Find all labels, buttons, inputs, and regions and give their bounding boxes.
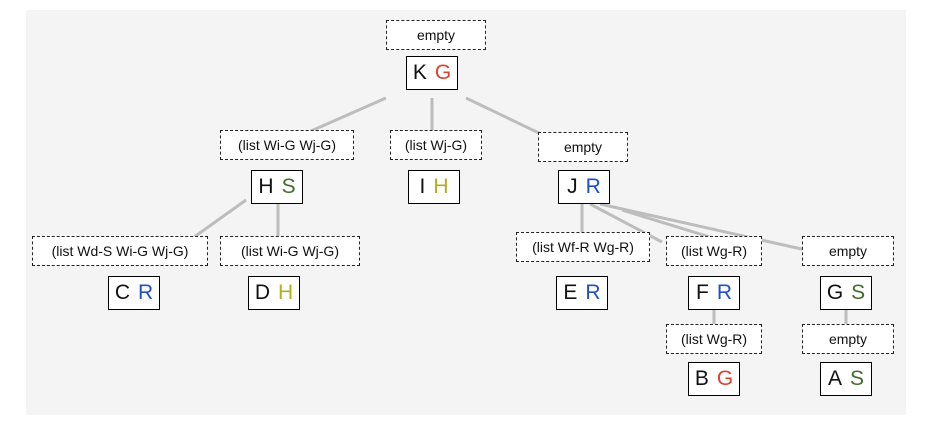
node-d-letter: D (254, 281, 270, 304)
tag-h: (list Wi-G Wj-G) (220, 130, 354, 160)
node-h: H S (251, 170, 303, 204)
node-f-label: R (716, 281, 732, 304)
tag-e: (list Wf-R Wg-R) (516, 232, 650, 262)
node-k-letter: K (412, 61, 427, 84)
tag-f: (list Wg-R) (666, 236, 762, 266)
node-j: J R (558, 170, 610, 204)
tag-i: (list Wj-G) (390, 130, 482, 160)
node-i-label: H (433, 175, 449, 198)
node-b-label: G (716, 367, 734, 390)
edge-j-f (589, 202, 663, 244)
node-e-letter: E (563, 281, 578, 304)
node-a: A S (820, 362, 872, 396)
tag-k: empty (386, 20, 486, 50)
tag-a: empty (802, 324, 894, 354)
node-d: D H (248, 276, 300, 310)
node-g: G S (820, 276, 872, 310)
edge-j-g (599, 202, 807, 252)
node-b: B G (688, 362, 740, 396)
tag-j: empty (538, 132, 628, 162)
tag-d: (list Wi-G Wj-G) (220, 236, 360, 266)
node-k: K G (406, 56, 458, 90)
node-f: F R (688, 276, 740, 310)
tree-diagram: empty K G (list Wi-G Wj-G) H S (list Wj-… (26, 10, 906, 415)
node-j-letter: J (567, 175, 578, 198)
tag-b: (list Wg-R) (666, 324, 762, 354)
node-i: I H (408, 170, 460, 204)
node-h-letter: H (258, 175, 274, 198)
node-c: C R (108, 276, 160, 310)
node-e-label: R (585, 281, 601, 304)
node-e: E R (556, 276, 608, 310)
node-d-label: H (278, 281, 294, 304)
node-g-label: S (851, 281, 866, 304)
node-g-letter: G (826, 281, 844, 304)
node-b-letter: B (694, 367, 709, 390)
node-c-letter: C (114, 281, 130, 304)
node-c-label: R (138, 281, 154, 304)
node-a-letter: A (827, 367, 842, 390)
tree-edges (175, 96, 848, 324)
tag-c: (list Wd-S Wi-G Wj-G) (32, 236, 208, 266)
node-i-letter: I (419, 175, 426, 198)
node-a-label: S (850, 367, 865, 390)
tag-g: empty (802, 236, 894, 266)
node-h-label: S (281, 175, 296, 198)
node-k-label: G (434, 61, 452, 84)
node-f-letter: F (696, 281, 709, 304)
node-j-label: R (585, 175, 601, 198)
